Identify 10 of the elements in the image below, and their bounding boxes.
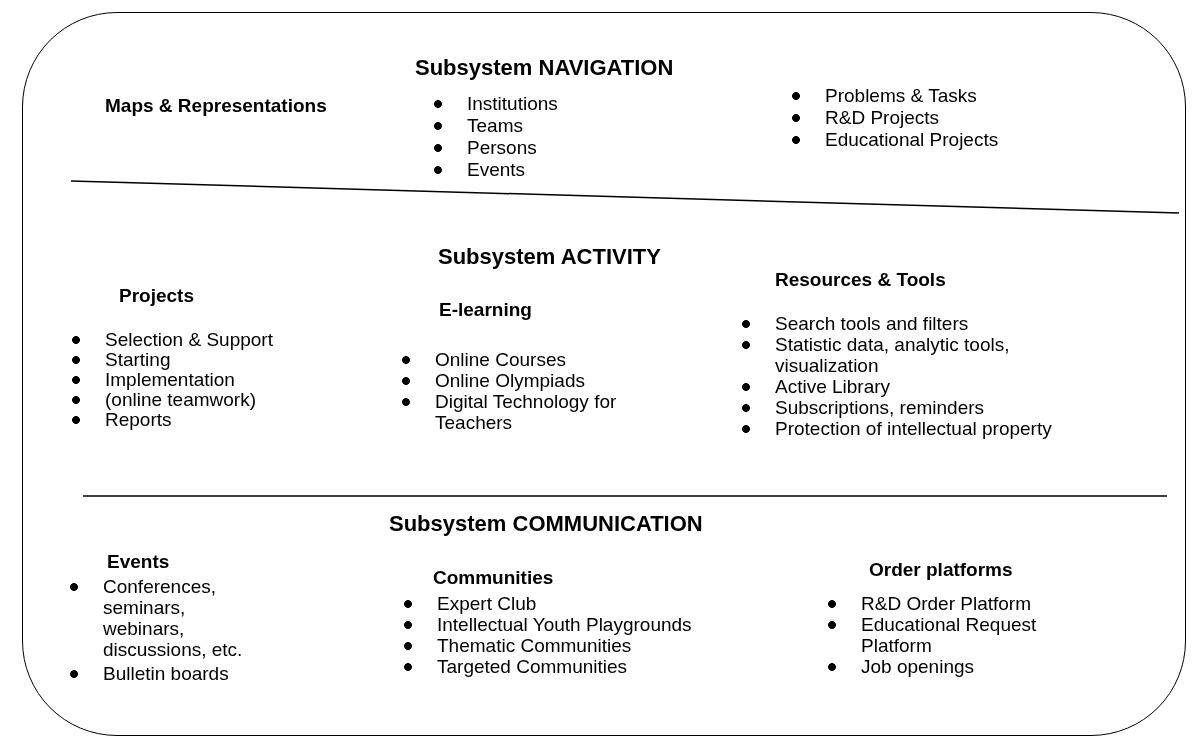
column-heading: Resources & Tools: [775, 269, 946, 290]
column-heading: E-learning: [439, 299, 532, 320]
column-heading: Events: [107, 551, 170, 572]
column-heading: Maps & Representations: [105, 95, 327, 116]
column-heading: Communities: [433, 567, 554, 588]
section-heading: Subsystem NAVIGATION: [415, 57, 674, 78]
section-heading: Subsystem ACTIVITY: [438, 246, 661, 267]
section-heading: Subsystem COMMUNICATION: [389, 513, 703, 534]
column-heading: Order platforms: [869, 559, 1013, 580]
column-heading: Projects: [119, 285, 194, 306]
